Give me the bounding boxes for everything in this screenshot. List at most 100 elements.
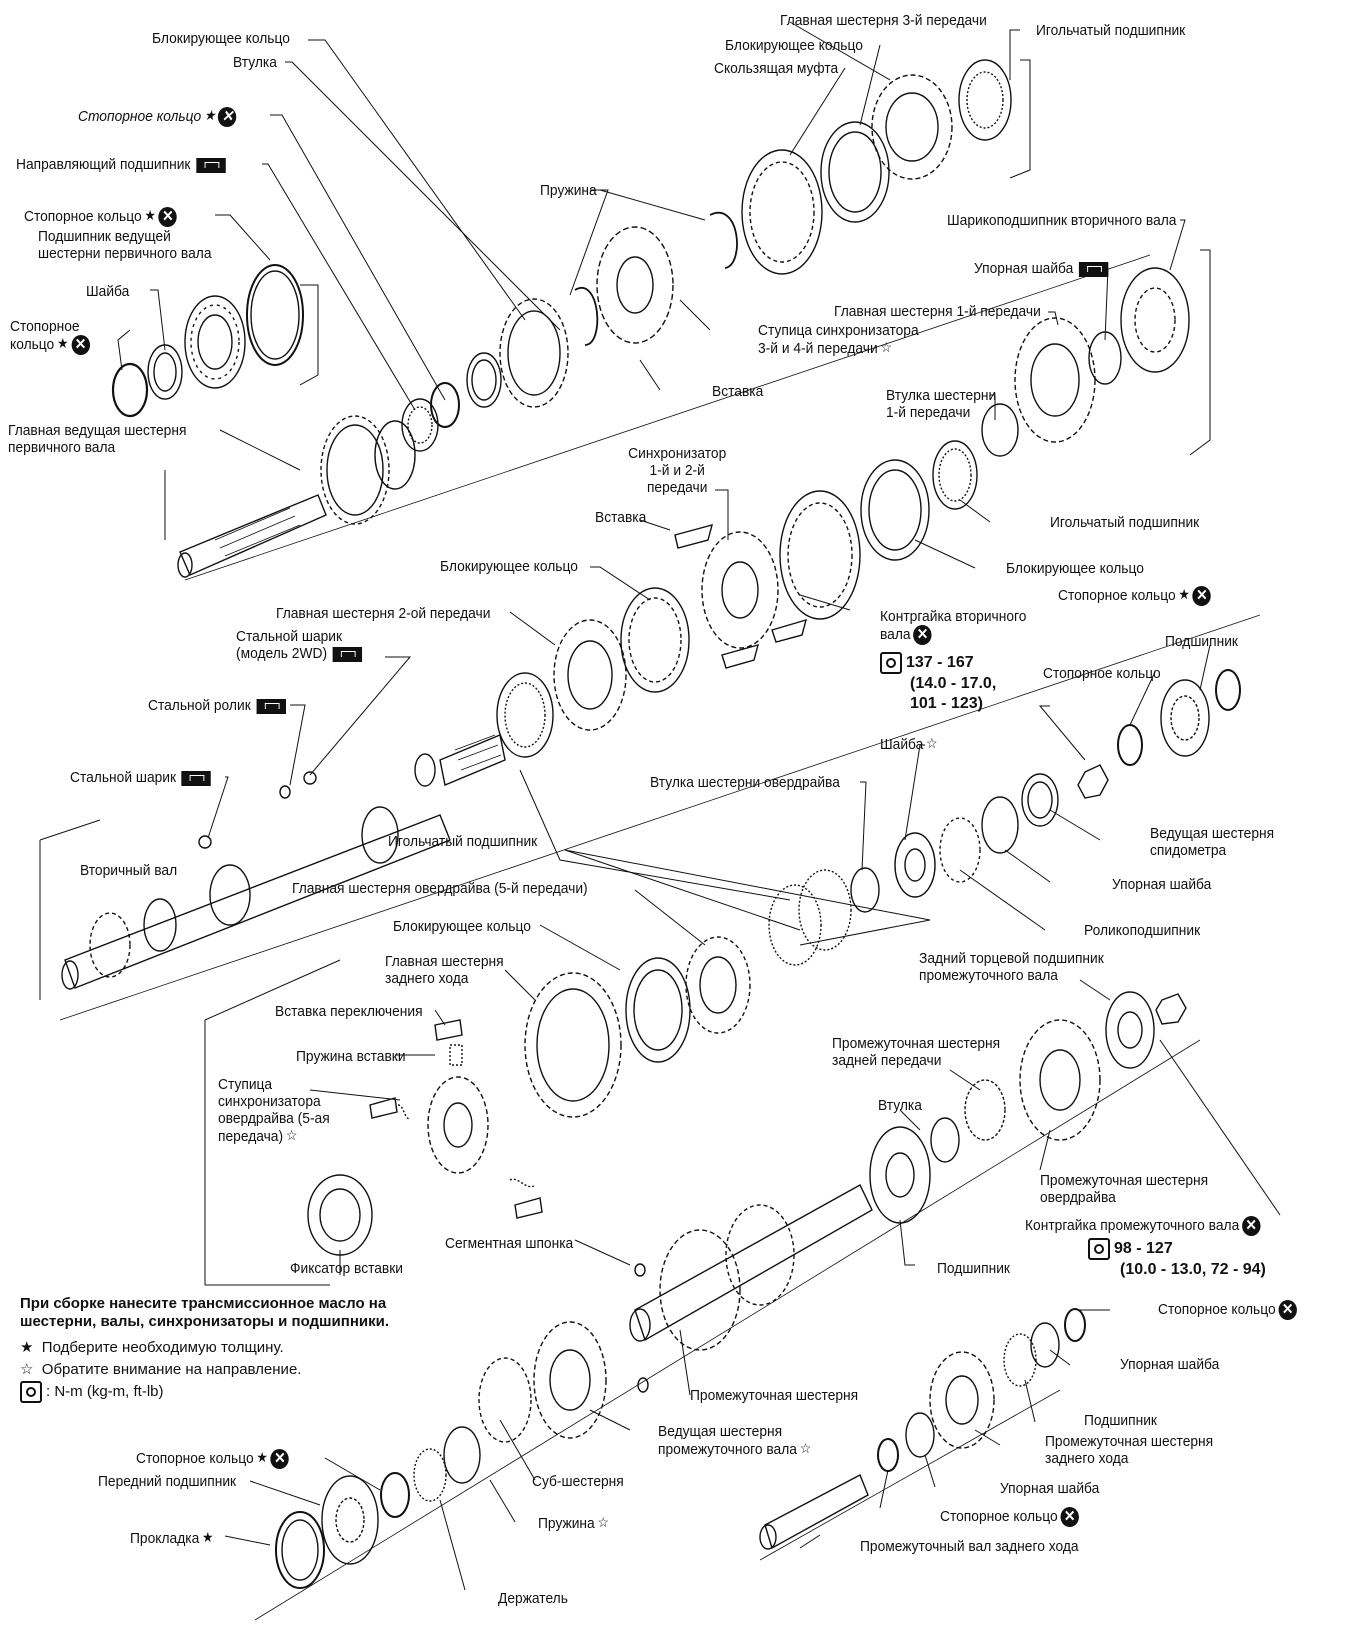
select-thickness-star-icon: ★	[56, 335, 69, 351]
label-countershaft-drive-gear: Ведущая шестерня промежуточного вала☆	[658, 1423, 812, 1458]
label-lock-ring-mid: Блокирующее кольцо	[1006, 560, 1144, 577]
label-steel-ball: Стальной шарик	[70, 769, 212, 786]
label-woodruff-key: Сегментная шпонка	[445, 1235, 574, 1252]
main-drive-gear-shape	[177, 415, 416, 578]
replace-part-icon: ✕	[1192, 586, 1212, 607]
label-gear3: Главная шестерня 3-й передачи	[780, 12, 987, 29]
special-tool-icon	[1078, 261, 1109, 277]
label-reverse-idler-shaft: Промежуточный вал заднего хода	[860, 1538, 1079, 1555]
replace-part-icon: ✕	[1060, 1507, 1079, 1527]
direction-star-icon: ☆	[799, 1440, 812, 1456]
label-insert-mid: Вставка	[595, 509, 647, 526]
overdrive-group	[307, 936, 751, 1256]
label-retainer: Держатель	[498, 1590, 568, 1607]
label-synchro-hub-34: Ступица синхронизатора 3-й и 4-й передач…	[758, 322, 919, 357]
label-snap-ring-right2: Стопорное кольцо	[1043, 665, 1161, 682]
label-shift-insert: Вставка переключения	[275, 1003, 423, 1020]
special-tool-icon	[256, 698, 286, 714]
legend-select-thickness: ★ Подберите необходимую толщину.	[20, 1339, 284, 1356]
label-sub-gear: Суб-шестерня	[532, 1473, 624, 1490]
direction-star-icon: ☆	[285, 1127, 298, 1143]
label-main-drive-bearing: Подшипник ведущей шестерни первичного ва…	[38, 228, 212, 262]
label-overdrive-bushing: Втулка шестерни овердрайва	[650, 774, 840, 791]
direction-star-icon: ☆	[926, 735, 938, 751]
leader-lines	[117, 21, 1281, 1591]
label-reverse-main-gear: Главная шестерня заднего хода	[385, 953, 504, 987]
countershaft-nut-torque: 98 - 127 (10.0 - 13.0, 72 - 94)	[1088, 1238, 1266, 1280]
legend: При сборке нанесите трансмиссионное масл…	[20, 1295, 460, 1404]
replace-part-icon: ✕	[1278, 1300, 1297, 1320]
label-insert-spring: Пружина вставки	[296, 1048, 406, 1065]
torque-wrench-icon	[880, 652, 902, 674]
direction-star-icon: ☆	[880, 339, 893, 355]
replace-part-icon: ✕	[913, 625, 932, 645]
label-roller-bearing: Роликоподшипник	[1084, 922, 1201, 939]
label-needle-bearing-center: Игольчатый подшипник	[388, 833, 538, 850]
label-snap-ring-lower-right: Стопорное кольцо✕	[1158, 1300, 1297, 1320]
replace-part-icon: ✕	[270, 1449, 290, 1470]
label-snap-ring-front: Стопорное кольцо★✕	[136, 1449, 290, 1470]
select-thickness-star-icon: ★	[1178, 586, 1190, 602]
replace-part-icon: ✕	[218, 107, 237, 128]
special-tool-icon	[181, 770, 212, 786]
label-snap-ring-right: Стопорное кольцо★✕	[1058, 586, 1212, 607]
replace-part-icon: ✕	[1242, 1216, 1261, 1236]
select-thickness-star-icon: ★	[203, 107, 216, 123]
label-countershaft-nut: Контргайка промежуточного вала✕	[1025, 1216, 1261, 1236]
label-steel-ball-2wd: Стальной шарик (модель 2WD)	[236, 628, 374, 662]
label-spring-top: Пружина	[540, 182, 597, 199]
label-reverse-counter-gear: Промежуточная шестерня задней передачи	[832, 1035, 1001, 1069]
label-front-bearing: Передний подшипник	[98, 1473, 237, 1490]
mainshaft-rear-parts	[768, 669, 1241, 966]
replace-part-icon: ✕	[71, 335, 90, 356]
label-snap-ring-1: Стопорное кольцо★✕	[78, 107, 237, 128]
label-overdrive-gear: Главная шестерня овердрайва (5-й передач…	[292, 880, 588, 897]
select-thickness-star-icon: ★	[144, 207, 156, 223]
label-od-synchro-hub: Ступица синхронизатора овердрайва (5-ая …	[218, 1076, 330, 1145]
label-counter-gear: Промежуточная шестерня	[690, 1387, 859, 1404]
label-lock-ring-lower: Блокирующее кольцо	[393, 918, 531, 935]
countershaft-shape	[629, 991, 1187, 1393]
torque-wrench-icon	[1088, 1238, 1110, 1260]
select-thickness-star-icon: ★	[202, 1529, 214, 1545]
label-thrust-washer-top: Упорная шайба	[974, 260, 1109, 277]
legend-torque-units: : N-m (kg-m, ft-lb)	[20, 1381, 460, 1404]
label-lock-ring-top: Блокирующее кольцо	[152, 30, 290, 47]
label-needle-bearing-mid: Игольчатый подшипник	[1050, 514, 1200, 531]
label-steel-roller: Стальной ролик	[148, 697, 286, 714]
legend-mind-direction: ☆ Обратите внимание на направление.	[20, 1361, 302, 1378]
label-insert-stopper: Фиксатор вставки	[290, 1260, 404, 1277]
label-bushing-lower: Втулка	[878, 1097, 922, 1114]
assembly-note: При сборке нанесите трансмиссионное масл…	[20, 1295, 390, 1330]
label-bearing-right: Подшипник	[1165, 633, 1238, 650]
input-shaft-rings	[111, 59, 1012, 452]
label-main-drive-gear: Главная ведущая шестерня первичного вала	[8, 422, 187, 456]
mainshaft-shape	[61, 734, 506, 990]
label-thrust-washer-bottom: Упорная шайба	[1000, 1480, 1100, 1497]
label-bushing-top: Втулка	[233, 54, 277, 71]
bracket-lines	[39, 59, 1211, 1286]
assembly-axes	[59, 254, 1261, 1621]
label-reverse-idler-gear: Промежуточная шестерня заднего хода	[1045, 1433, 1214, 1467]
label-snap-ring-bottom: Стопорное кольцо✕	[940, 1507, 1079, 1527]
label-lock-ring-center: Блокирующее кольцо	[440, 558, 578, 575]
label-thrust-washer-right: Упорная шайба	[1112, 876, 1212, 893]
label-snap-ring-3: Стопорное кольцо★✕	[10, 318, 130, 356]
label-washer-left: Шайба	[86, 283, 130, 300]
label-speedo-gear: Ведущая шестерня спидометра	[1150, 825, 1275, 859]
countershaft-front-parts	[275, 1321, 607, 1589]
label-gear2: Главная шестерня 2-ой передачи	[276, 605, 491, 622]
special-tool-icon	[332, 646, 363, 662]
direction-star-icon: ☆	[20, 1361, 34, 1378]
label-pilot-bearing: Направляющий подшипник	[16, 156, 226, 173]
label-gear1: Главная шестерня 1-й передачи	[834, 303, 1041, 320]
label-snap-ring-2: Стопорное кольцо★✕	[24, 207, 178, 228]
reverse-idler-parts	[759, 1308, 1086, 1550]
mainshaft-gears	[496, 267, 1190, 758]
mainshaft-nut-torque: 137 - 167 (14.0 - 17.0, 101 - 123)	[880, 652, 996, 714]
label-bearing-lower2: Подшипник	[1084, 1412, 1157, 1429]
select-thickness-star-icon: ★	[20, 1339, 34, 1356]
label-mainshaft-ball-bearing: Шарикоподшипник вторичного вала	[947, 212, 1177, 229]
